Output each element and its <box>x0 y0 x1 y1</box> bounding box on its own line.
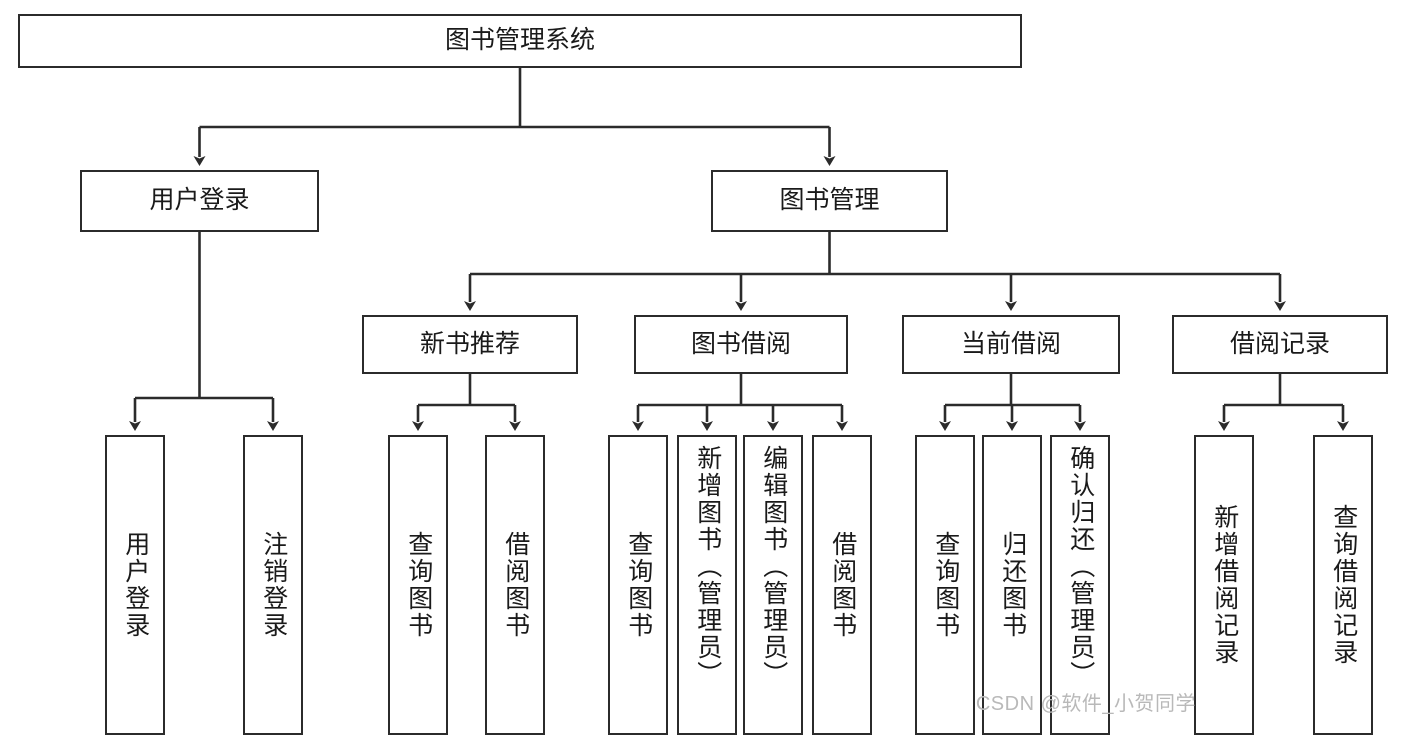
node-label: 新书推荐 <box>419 329 520 358</box>
node-label: 图书借阅 <box>690 329 791 358</box>
node-leaf-add-book[interactable]: 新增图书（管理员） <box>677 435 737 735</box>
node-leaf-logout[interactable]: 注销登录 <box>243 435 303 735</box>
node-label: 归还图书 <box>998 531 1027 639</box>
node-leaf-edit-book[interactable]: 编辑图书（管理员） <box>743 435 803 735</box>
node-label: 新增图书（管理员） <box>693 445 722 688</box>
node-label: 借阅记录 <box>1229 329 1330 358</box>
node-leaf-query-book-rec[interactable]: 查询图书 <box>388 435 448 735</box>
node-leaf-add-record[interactable]: 新增借阅记录 <box>1194 435 1254 735</box>
node-label: 当前借阅 <box>960 329 1061 358</box>
node-label: 图书管理 <box>779 186 880 215</box>
node-label: 编辑图书（管理员） <box>759 445 788 688</box>
node-label: 用户登录 <box>121 531 150 639</box>
csdn-watermark: CSDN @软件_小贺同学 <box>975 693 1196 715</box>
node-leaf-query-book-current[interactable]: 查询图书 <box>915 435 975 735</box>
node-label: 查询借阅记录 <box>1329 504 1358 666</box>
node-leaf-return-book[interactable]: 归还图书 <box>982 435 1042 735</box>
node-new-book-rec[interactable]: 新书推荐 <box>362 315 578 374</box>
node-borrow-record[interactable]: 借阅记录 <box>1172 315 1388 374</box>
node-leaf-borrow-book-rec[interactable]: 借阅图书 <box>485 435 545 735</box>
node-root[interactable]: 图书管理系统 <box>18 14 1022 68</box>
node-leaf-query-book-borrow[interactable]: 查询图书 <box>608 435 668 735</box>
node-leaf-borrow-book[interactable]: 借阅图书 <box>812 435 872 735</box>
node-label: 注销登录 <box>259 531 288 639</box>
node-label: 查询图书 <box>931 531 960 639</box>
node-label: 图书管理系统 <box>444 26 595 55</box>
node-label: 用户登录 <box>149 186 250 215</box>
node-current-borrow[interactable]: 当前借阅 <box>902 315 1120 374</box>
node-leaf-query-record[interactable]: 查询借阅记录 <box>1313 435 1373 735</box>
node-book-borrow[interactable]: 图书借阅 <box>634 315 848 374</box>
node-label: 新增借阅记录 <box>1210 504 1239 666</box>
node-label: 借阅图书 <box>501 531 530 639</box>
node-label: 借阅图书 <box>828 531 857 639</box>
node-label: 查询图书 <box>624 531 653 639</box>
node-book-manage[interactable]: 图书管理 <box>711 170 948 232</box>
node-user-login[interactable]: 用户登录 <box>80 170 319 232</box>
node-leaf-confirm-return[interactable]: 确认归还（管理员） <box>1050 435 1110 735</box>
node-label: 查询图书 <box>404 531 433 639</box>
node-label: 确认归还（管理员） <box>1066 445 1095 688</box>
node-leaf-user-login[interactable]: 用户登录 <box>105 435 165 735</box>
